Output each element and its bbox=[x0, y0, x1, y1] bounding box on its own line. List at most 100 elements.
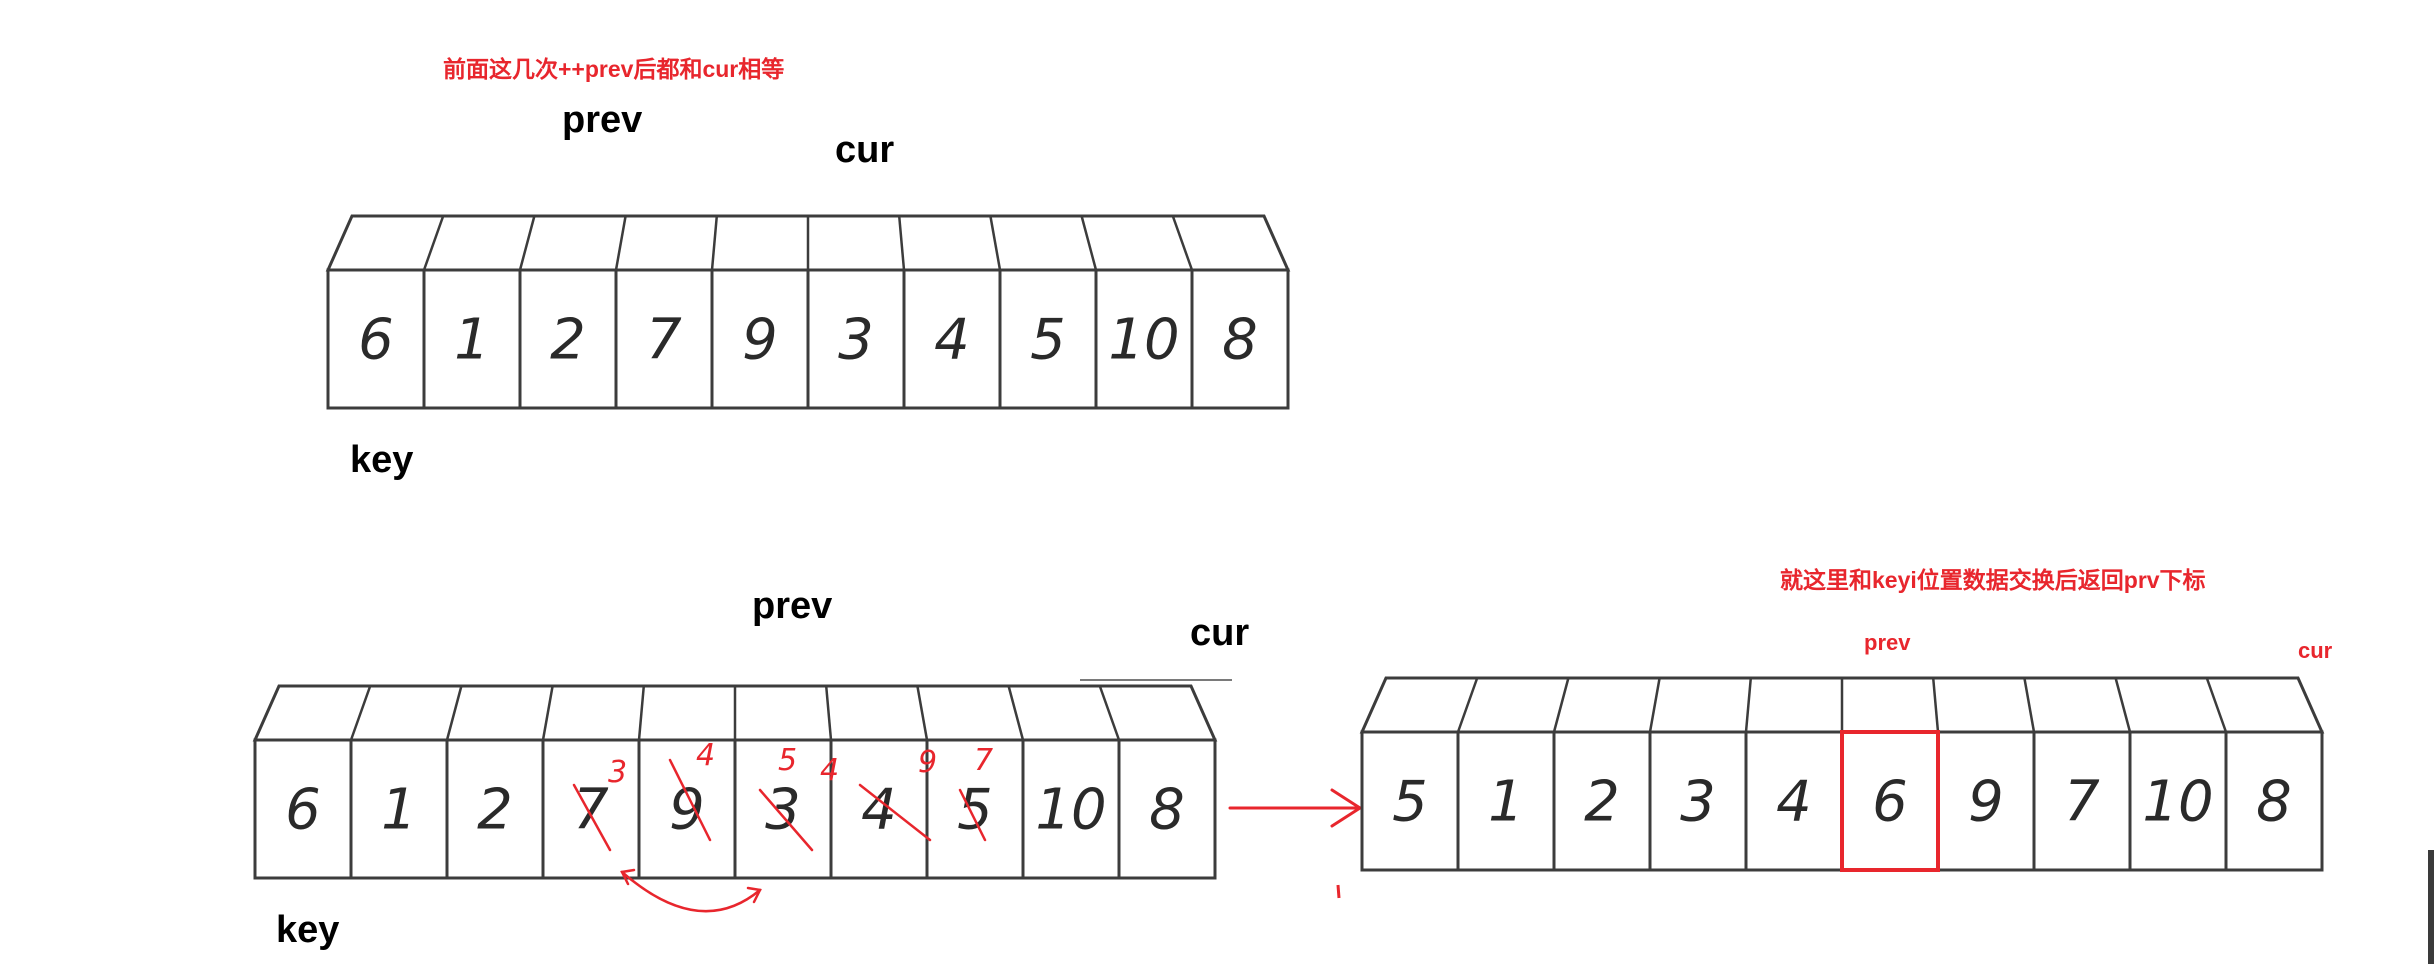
diagram2-top-divider bbox=[541, 685, 554, 741]
diagram3-cell-value: 10 bbox=[2142, 770, 2213, 835]
diagram3-cell bbox=[2224, 730, 2324, 872]
diagram2-cell-value: 6 bbox=[285, 778, 321, 843]
swap-arrowhead-left bbox=[620, 868, 636, 886]
strike-through bbox=[858, 783, 932, 842]
diagram3-top-divider bbox=[1931, 677, 1940, 733]
diagram3-cell bbox=[1552, 730, 1652, 872]
transition-arrow bbox=[1228, 788, 1363, 828]
scribble-digit: 4 bbox=[820, 753, 839, 788]
scribble-digit: 7 bbox=[974, 743, 993, 778]
diagram2-cell bbox=[637, 738, 737, 880]
diagram3-cell-value: 9 bbox=[1968, 770, 2004, 835]
diagram2-top-divider bbox=[1098, 685, 1121, 741]
swap-arrowhead-right bbox=[746, 886, 762, 904]
diagram3-cell bbox=[1360, 730, 1460, 872]
diagram1-cell bbox=[422, 268, 522, 410]
diagram2-top-divider bbox=[349, 685, 372, 741]
diagram2-cell bbox=[349, 738, 449, 880]
diagram3-top-divider bbox=[2114, 677, 2132, 733]
diagram2-cell-value: 3 bbox=[765, 778, 801, 843]
diagram1-top-divider bbox=[518, 215, 536, 271]
diagram1-cell-value: 2 bbox=[550, 308, 586, 373]
diagram3-cell-value: 6 bbox=[1872, 770, 1908, 835]
scribble-digit: 3 bbox=[608, 755, 627, 790]
diagram1-top-divider bbox=[989, 215, 1002, 271]
diagram1-annotation: 前面这几次++prev后都和cur相等 bbox=[443, 56, 784, 82]
strike-through bbox=[572, 783, 612, 852]
diagram2-cell bbox=[733, 738, 833, 880]
diagram1-cell bbox=[614, 268, 714, 410]
diagram3-cell-value: 2 bbox=[1584, 770, 1620, 835]
diagram2-top-divider bbox=[445, 685, 463, 741]
diagram3-top-divider bbox=[1744, 677, 1753, 733]
diagram1-cell bbox=[326, 268, 426, 410]
diagram1-cell-value: 4 bbox=[934, 308, 970, 373]
diagram1-cell bbox=[518, 268, 618, 410]
diagram1-top-divider bbox=[1080, 215, 1098, 271]
diagram3-cell-value: 1 bbox=[1488, 770, 1524, 835]
scribble-digit: 9 bbox=[918, 745, 937, 780]
diagram2-top-divider bbox=[916, 685, 929, 741]
diagram2-cur-label: cur bbox=[1190, 612, 1249, 654]
diagram1-cell bbox=[1190, 268, 1290, 410]
diagram1-cell-value: 7 bbox=[646, 308, 682, 373]
diagram1-cell-value: 8 bbox=[1222, 308, 1258, 373]
diagram2-key-label: key bbox=[276, 909, 339, 951]
diagram2-cell bbox=[1117, 738, 1217, 880]
diagram1-cell-value: 6 bbox=[358, 308, 394, 373]
diagram1-cur-label: cur bbox=[835, 129, 894, 171]
swap-curve bbox=[620, 870, 762, 913]
diagram3-cell-value: 7 bbox=[2064, 770, 2100, 835]
scribble-digit: 4 bbox=[696, 738, 715, 773]
diagram3-cell-value: 4 bbox=[1776, 770, 1812, 835]
stray-mark bbox=[1336, 884, 1341, 899]
diagram3-cell bbox=[2128, 730, 2228, 872]
diagram3-annotation: 就这里和keyi位置数据交换后返回prv下标 bbox=[1780, 567, 2206, 593]
diagram2-top-divider bbox=[824, 685, 833, 741]
scrollbar-thumb[interactable] bbox=[2428, 850, 2434, 964]
scribble-digit: 5 bbox=[778, 743, 797, 778]
diagram3-top-divider bbox=[2205, 677, 2228, 733]
diagram2-cell-value: 2 bbox=[477, 778, 513, 843]
diagram1-top-divider bbox=[897, 215, 906, 271]
diagram1-top-divider bbox=[422, 215, 445, 271]
diagram2-cell-value: 10 bbox=[1035, 778, 1106, 843]
diagram3-cell bbox=[1840, 730, 1940, 872]
diagram1-key-label: key bbox=[350, 439, 413, 481]
diagram1-top-divider bbox=[710, 215, 719, 271]
diagram3-prev-label: prev bbox=[1864, 630, 1911, 655]
diagram3-top-divider bbox=[1552, 677, 1570, 733]
strike-through bbox=[668, 758, 712, 842]
diagram3-cell-value: 3 bbox=[1680, 770, 1716, 835]
diagram2-top-divider bbox=[1007, 685, 1025, 741]
diagram1-cell-value: 1 bbox=[454, 308, 490, 373]
diagram1-cell-value: 10 bbox=[1108, 308, 1179, 373]
diagram2-cell bbox=[829, 738, 929, 880]
diagram1-cell bbox=[998, 268, 1098, 410]
diagram2-cell bbox=[445, 738, 545, 880]
diagram1-cell bbox=[806, 268, 906, 410]
diagram1-cell-value: 3 bbox=[838, 308, 874, 373]
strike-through bbox=[958, 788, 987, 842]
diagram2-cell-value: 5 bbox=[957, 778, 993, 843]
diagram2-cell-value: 1 bbox=[381, 778, 417, 843]
diagram1-cell bbox=[1094, 268, 1194, 410]
diagram3-top-divider bbox=[1456, 677, 1479, 733]
diagram3-top-divider bbox=[2023, 677, 2036, 733]
diagram2-cell-value: 8 bbox=[1149, 778, 1185, 843]
diagram3-highlight-box bbox=[1840, 730, 1940, 872]
diagram3-cell bbox=[2032, 730, 2132, 872]
diagram1-top-divider bbox=[614, 215, 627, 271]
diagram1-prev-label: prev bbox=[562, 99, 642, 141]
diagram1-top-divider bbox=[1171, 215, 1194, 271]
diagram2-top-divider bbox=[637, 685, 646, 741]
diagram1-cell bbox=[902, 268, 1002, 410]
diagram3-top-divider bbox=[1648, 677, 1661, 733]
diagram3-cell bbox=[1744, 730, 1844, 872]
diagram1-cell-value: 5 bbox=[1030, 308, 1066, 373]
diagram1-cell-value: 9 bbox=[742, 308, 778, 373]
